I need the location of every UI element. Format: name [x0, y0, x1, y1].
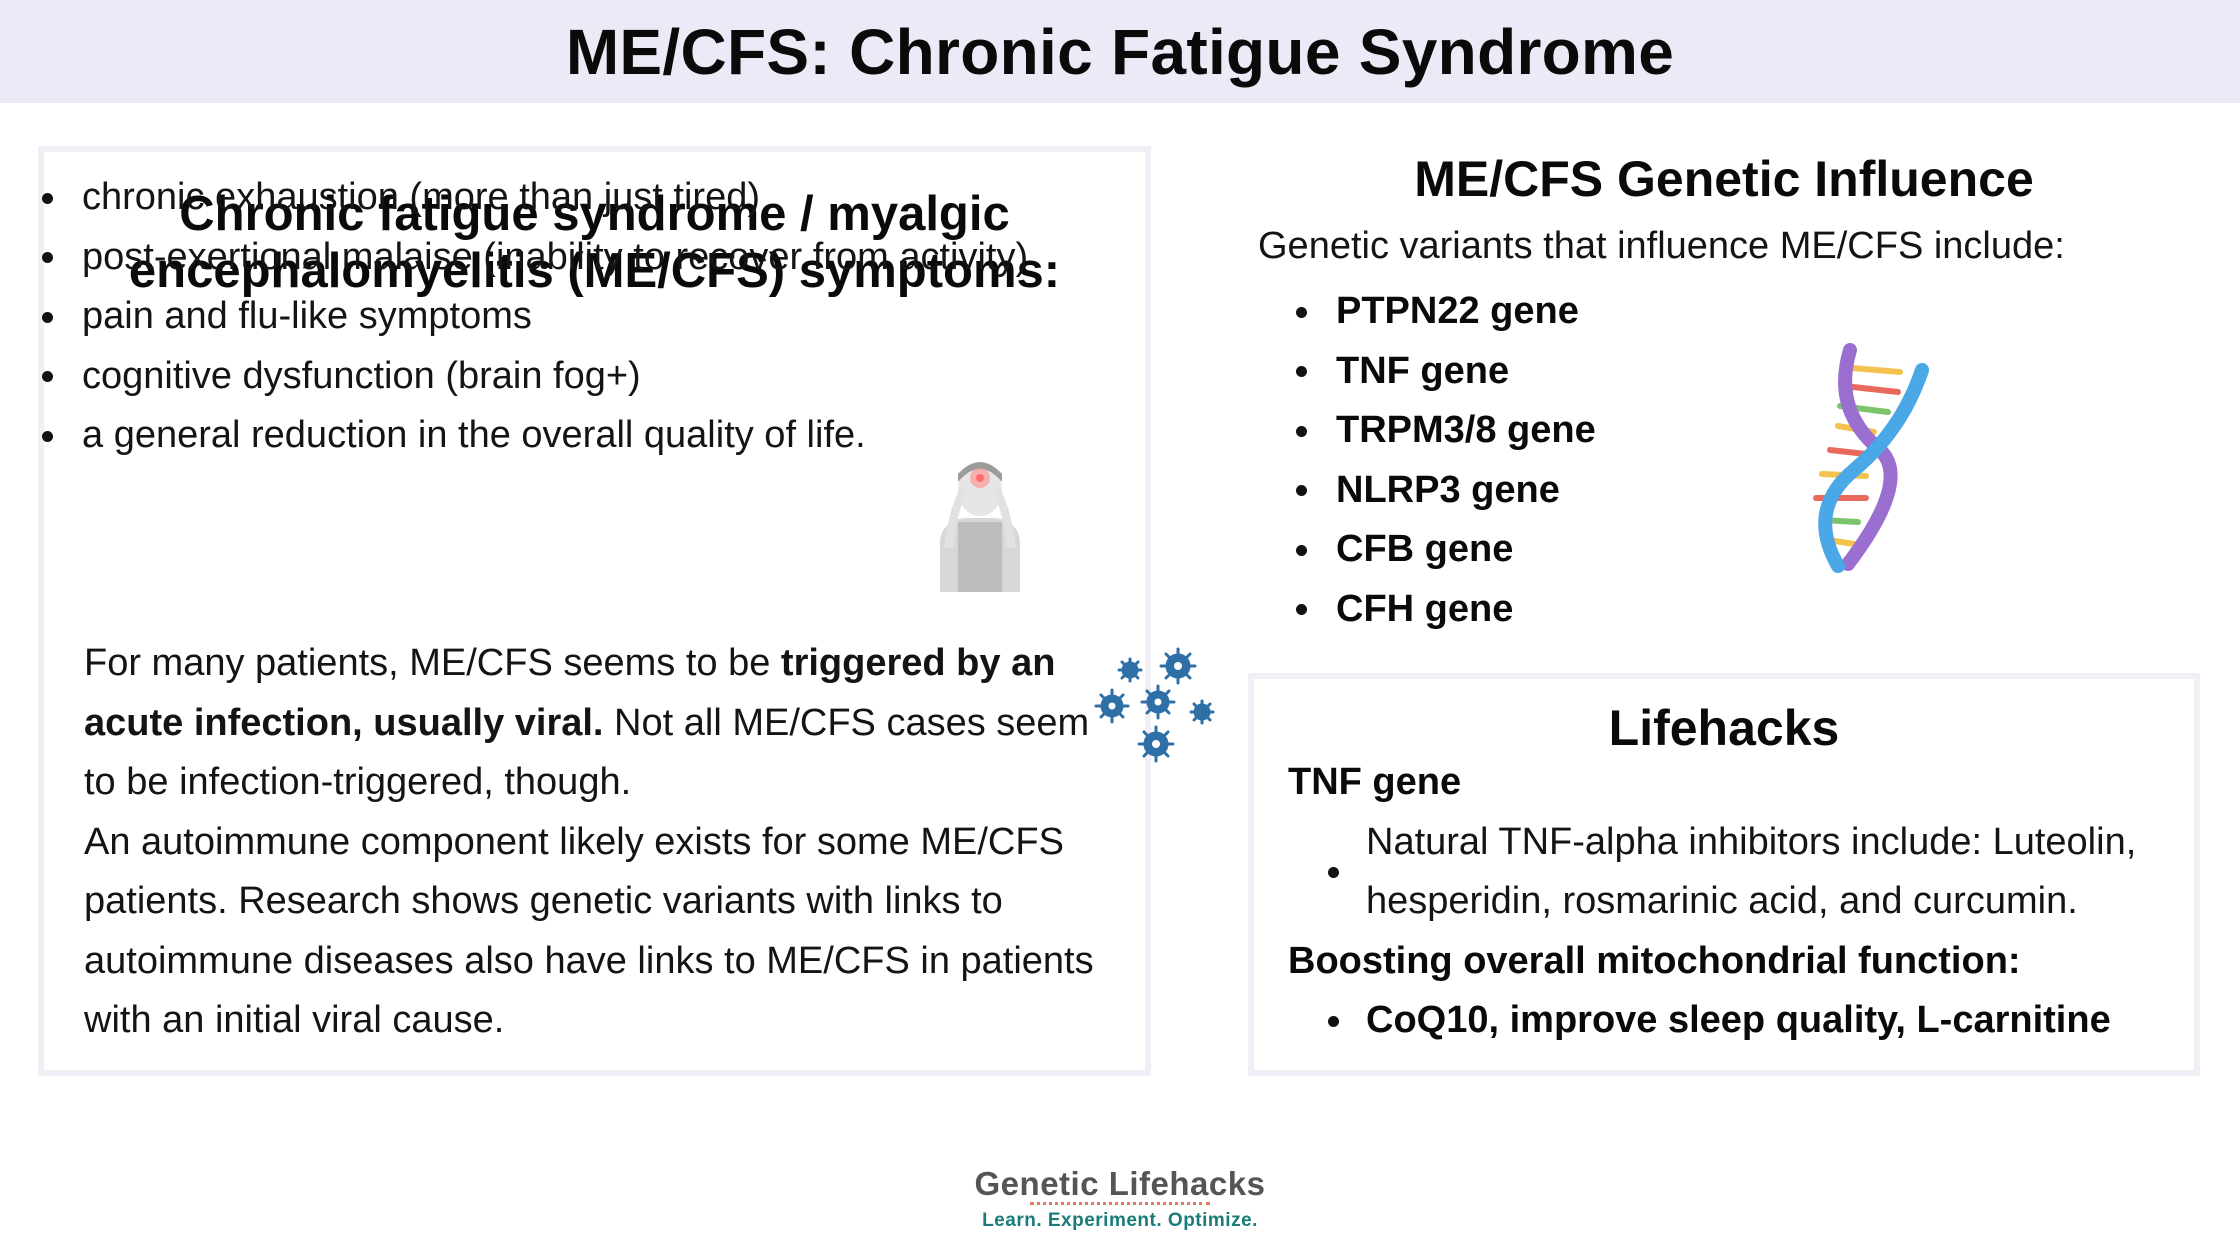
gene-item: CFH gene	[1296, 580, 1596, 640]
symptoms-title: Chronic fatigue syndrome / myalgic encep…	[128, 187, 1061, 298]
gene-item: TRPM3/8 gene	[1296, 401, 1596, 461]
symptom-item: pain and flu-like symptoms	[41, 287, 1028, 347]
infection-paragraph: For many patients, ME/CFS seems to be tr…	[84, 634, 1094, 1051]
dna-icon	[1813, 343, 1929, 573]
genetic-title: ME/CFS Genetic Influence	[1414, 151, 2034, 207]
symptoms-list: chronic exhaustion (more than just tired…	[41, 168, 1028, 466]
gene-item: NLRP3 gene	[1296, 461, 1596, 521]
gene-item: PTPN22 gene	[1296, 282, 1596, 342]
lifehacks-body: TNF gene Natural TNF-alpha inhibitors in…	[1288, 753, 2188, 1051]
autoimmune-text: An autoimmune component likely exists fo…	[84, 820, 1094, 1042]
gene-list: PTPN22 gene TNF gene TRPM3/8 gene NLRP3 …	[1296, 282, 1596, 640]
lifehacks-tnf-item: Natural TNF-alpha inhibitors include: Lu…	[1328, 813, 2188, 932]
lifehacks-mito-list: CoQ10, improve sleep quality, L-carnitin…	[1288, 991, 2188, 1051]
lifehacks-mito-item: CoQ10, improve sleep quality, L-carnitin…	[1328, 991, 2188, 1051]
lifehacks-mito-heading: Boosting overall mitochondrial function:	[1288, 939, 2021, 982]
brand-tagline: Learn. Experiment. Optimize.	[982, 1210, 1258, 1231]
virus-icon	[1094, 647, 1215, 763]
lifehacks-title: Lifehacks	[1608, 700, 1840, 756]
symptom-item: post-exertional malaise (inability to re…	[41, 228, 1028, 288]
gene-item: CFB gene	[1296, 520, 1596, 580]
lifehacks-panel: Lifehacks TNF gene Natural TNF-alpha inh…	[1248, 673, 2200, 1076]
symptom-item: chronic exhaustion (more than just tired…	[41, 168, 1028, 228]
infection-text-start: For many patients, ME/CFS seems to be	[84, 642, 781, 684]
infection-text-end: Not all ME/CFS cases seem to be infectio…	[84, 701, 1090, 804]
infection-text-bold: triggered by an acute infection, usually…	[84, 642, 1056, 744]
gene-item: TNF gene	[1296, 342, 1596, 402]
symptoms-panel: Chronic fatigue syndrome / myalgic encep…	[38, 146, 1151, 1076]
genetic-intro: Genetic variants that influence ME/CFS i…	[1258, 225, 2065, 267]
person-headache-icon	[940, 462, 1020, 592]
brand-name: Genetic Lifehacks	[974, 1165, 1266, 1202]
page-title: ME/CFS: Chronic Fatigue Syndrome	[565, 15, 1675, 88]
brand-logo: Genetic Lifehacks Learn. Experiment. Opt…	[920, 1166, 1320, 1232]
header-banner: ME/CFS: Chronic Fatigue Syndrome	[0, 0, 2240, 103]
lifehacks-tnf-list: Natural TNF-alpha inhibitors include: Lu…	[1288, 813, 2188, 932]
brand-divider	[1030, 1202, 1210, 1208]
symptom-item: cognitive dysfunction (brain fog+)	[41, 347, 1028, 407]
infection-text: For many patients, ME/CFS seems to be tr…	[84, 634, 1094, 813]
symptom-item: a general reduction in the overall quali…	[41, 406, 1028, 466]
lifehacks-tnf-heading: TNF gene	[1288, 761, 1462, 803]
